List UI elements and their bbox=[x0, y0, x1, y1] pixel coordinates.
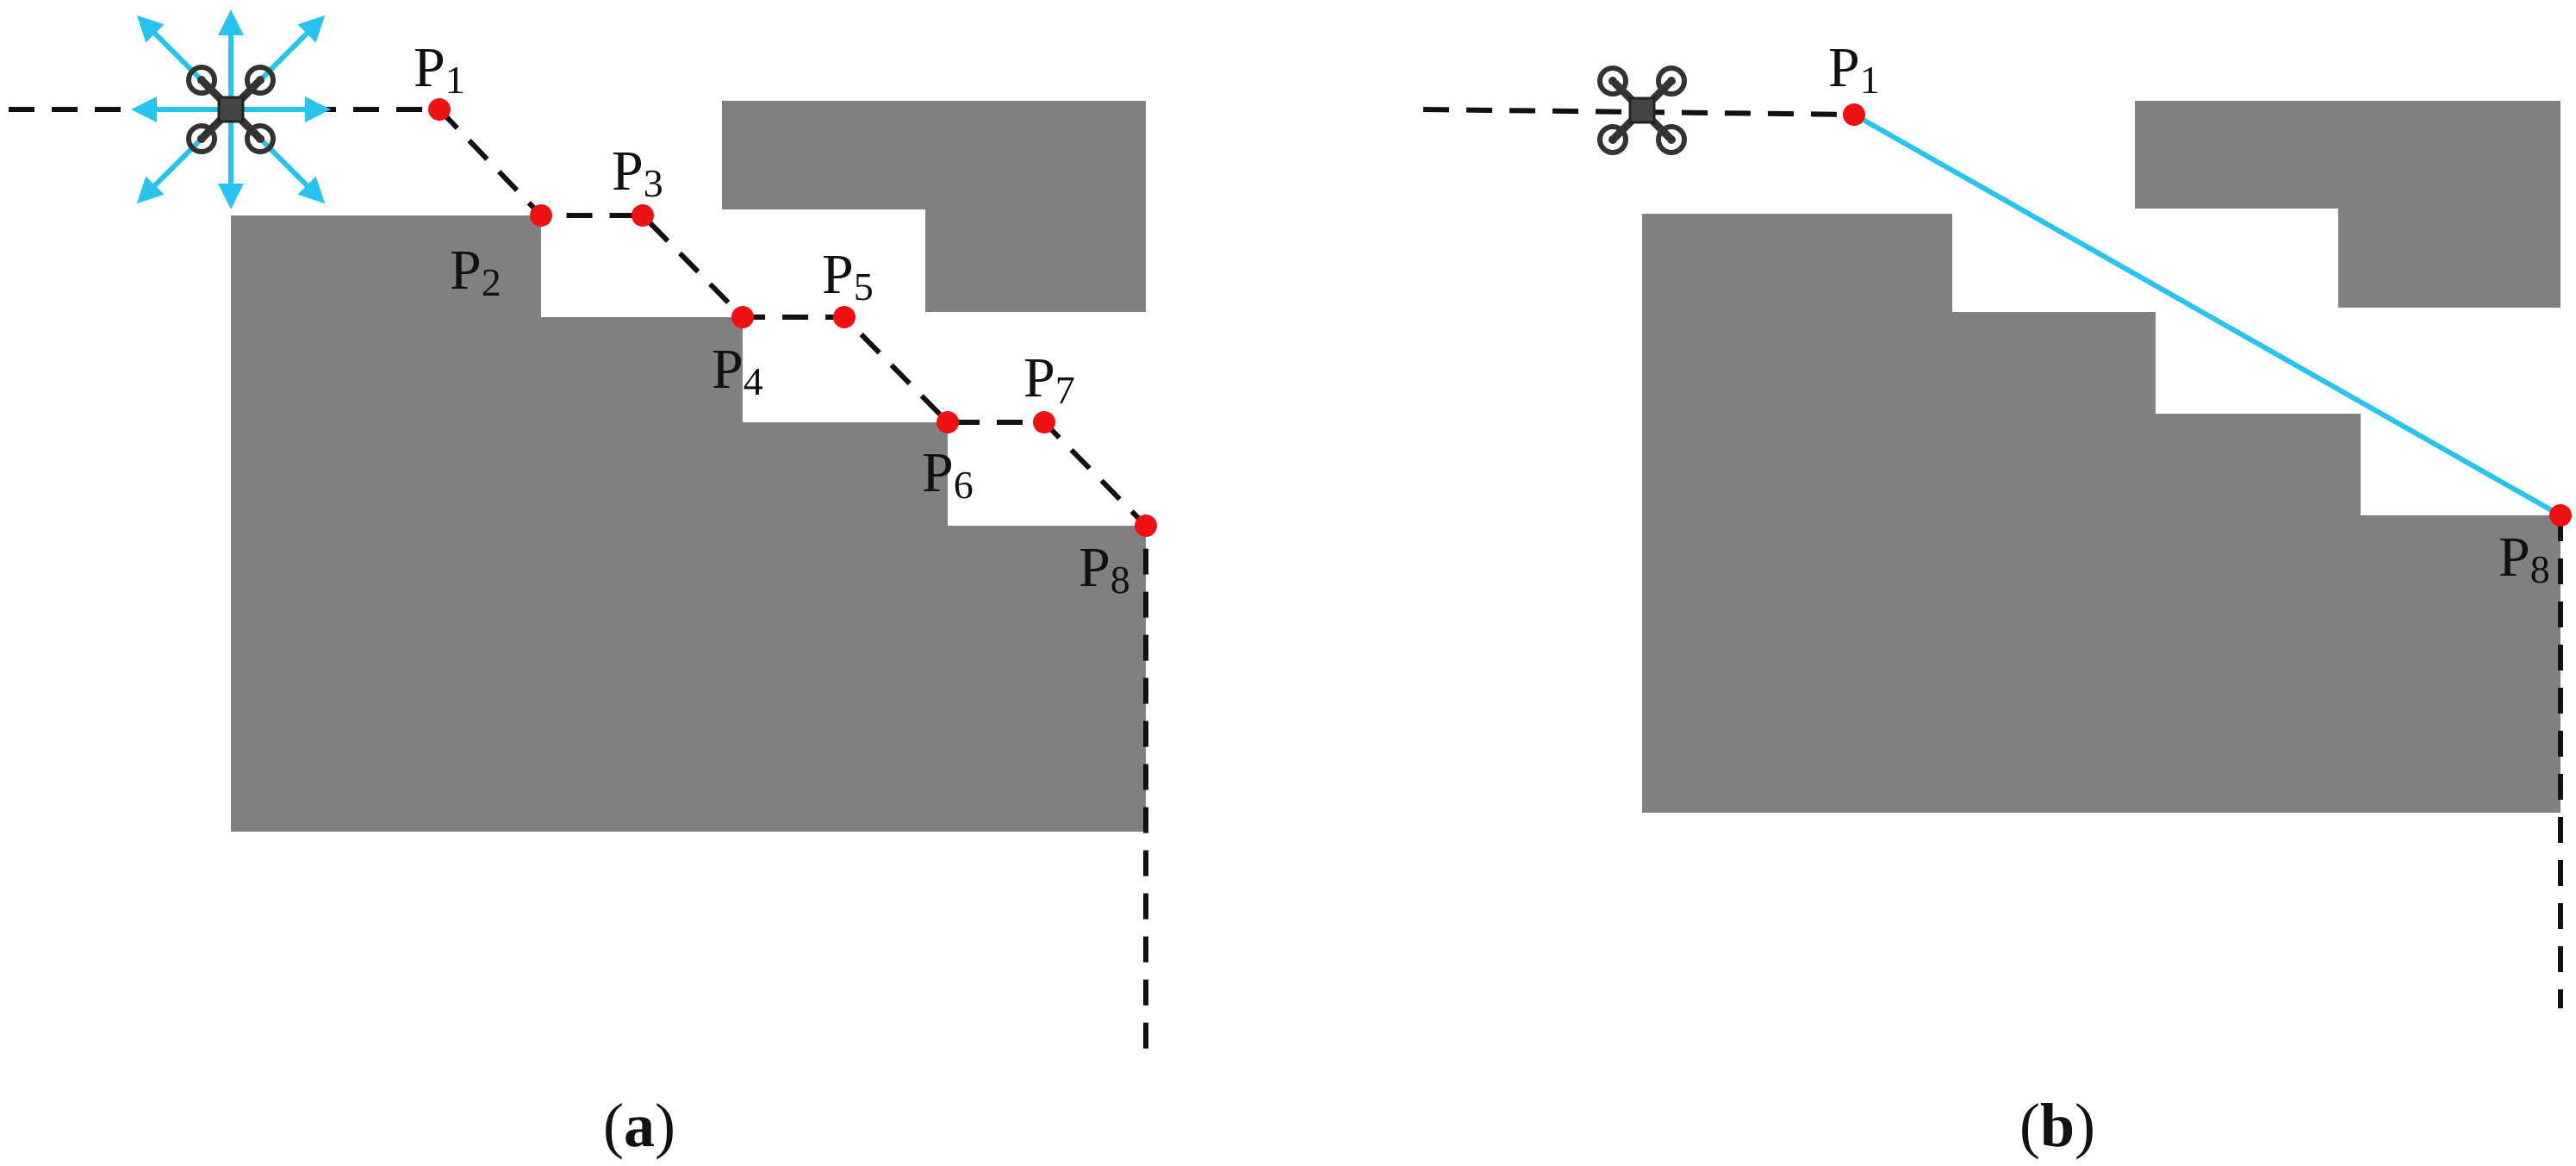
waypoint-p2 bbox=[530, 204, 552, 227]
label-p8: P8 bbox=[1079, 536, 1130, 602]
waypoint-p8 bbox=[1135, 514, 1157, 537]
label-p1: P1 bbox=[1828, 36, 1880, 102]
planned-path-dashed bbox=[9, 107, 1148, 1050]
waypoint-p4 bbox=[731, 306, 754, 328]
waypoint-p1 bbox=[1843, 103, 1865, 126]
caption-b: (b) bbox=[2019, 1091, 2095, 1160]
waypoint-p1 bbox=[428, 98, 451, 121]
waypoint-p7 bbox=[1033, 411, 1055, 433]
obstacle-staircase bbox=[231, 215, 1146, 832]
label-p2: P2 bbox=[450, 239, 501, 304]
waypoint-p8 bbox=[2549, 504, 2572, 527]
waypoint-p3 bbox=[632, 204, 654, 227]
obstacle-staircase bbox=[1642, 214, 2560, 813]
waypoint-p6 bbox=[936, 411, 959, 433]
direct-path bbox=[1852, 112, 2562, 518]
panel-a: P1 P2 P3 P4 P5 P6 P7 P8 (a) bbox=[9, 9, 1157, 1160]
label-p3: P3 bbox=[612, 140, 663, 205]
caption-a: (a) bbox=[603, 1091, 675, 1160]
label-p7: P7 bbox=[1024, 346, 1075, 412]
label-p4: P4 bbox=[712, 338, 763, 403]
obstacle-l-shape bbox=[722, 101, 1146, 312]
panel-b: P1 P8 (b) bbox=[1422, 36, 2572, 1160]
waypoint-p5 bbox=[833, 306, 856, 328]
label-p8: P8 bbox=[2498, 526, 2550, 591]
label-p6: P6 bbox=[922, 441, 974, 507]
label-p1: P1 bbox=[414, 36, 465, 102]
label-p5: P5 bbox=[822, 243, 874, 309]
obstacle-l-shape bbox=[2135, 101, 2560, 308]
